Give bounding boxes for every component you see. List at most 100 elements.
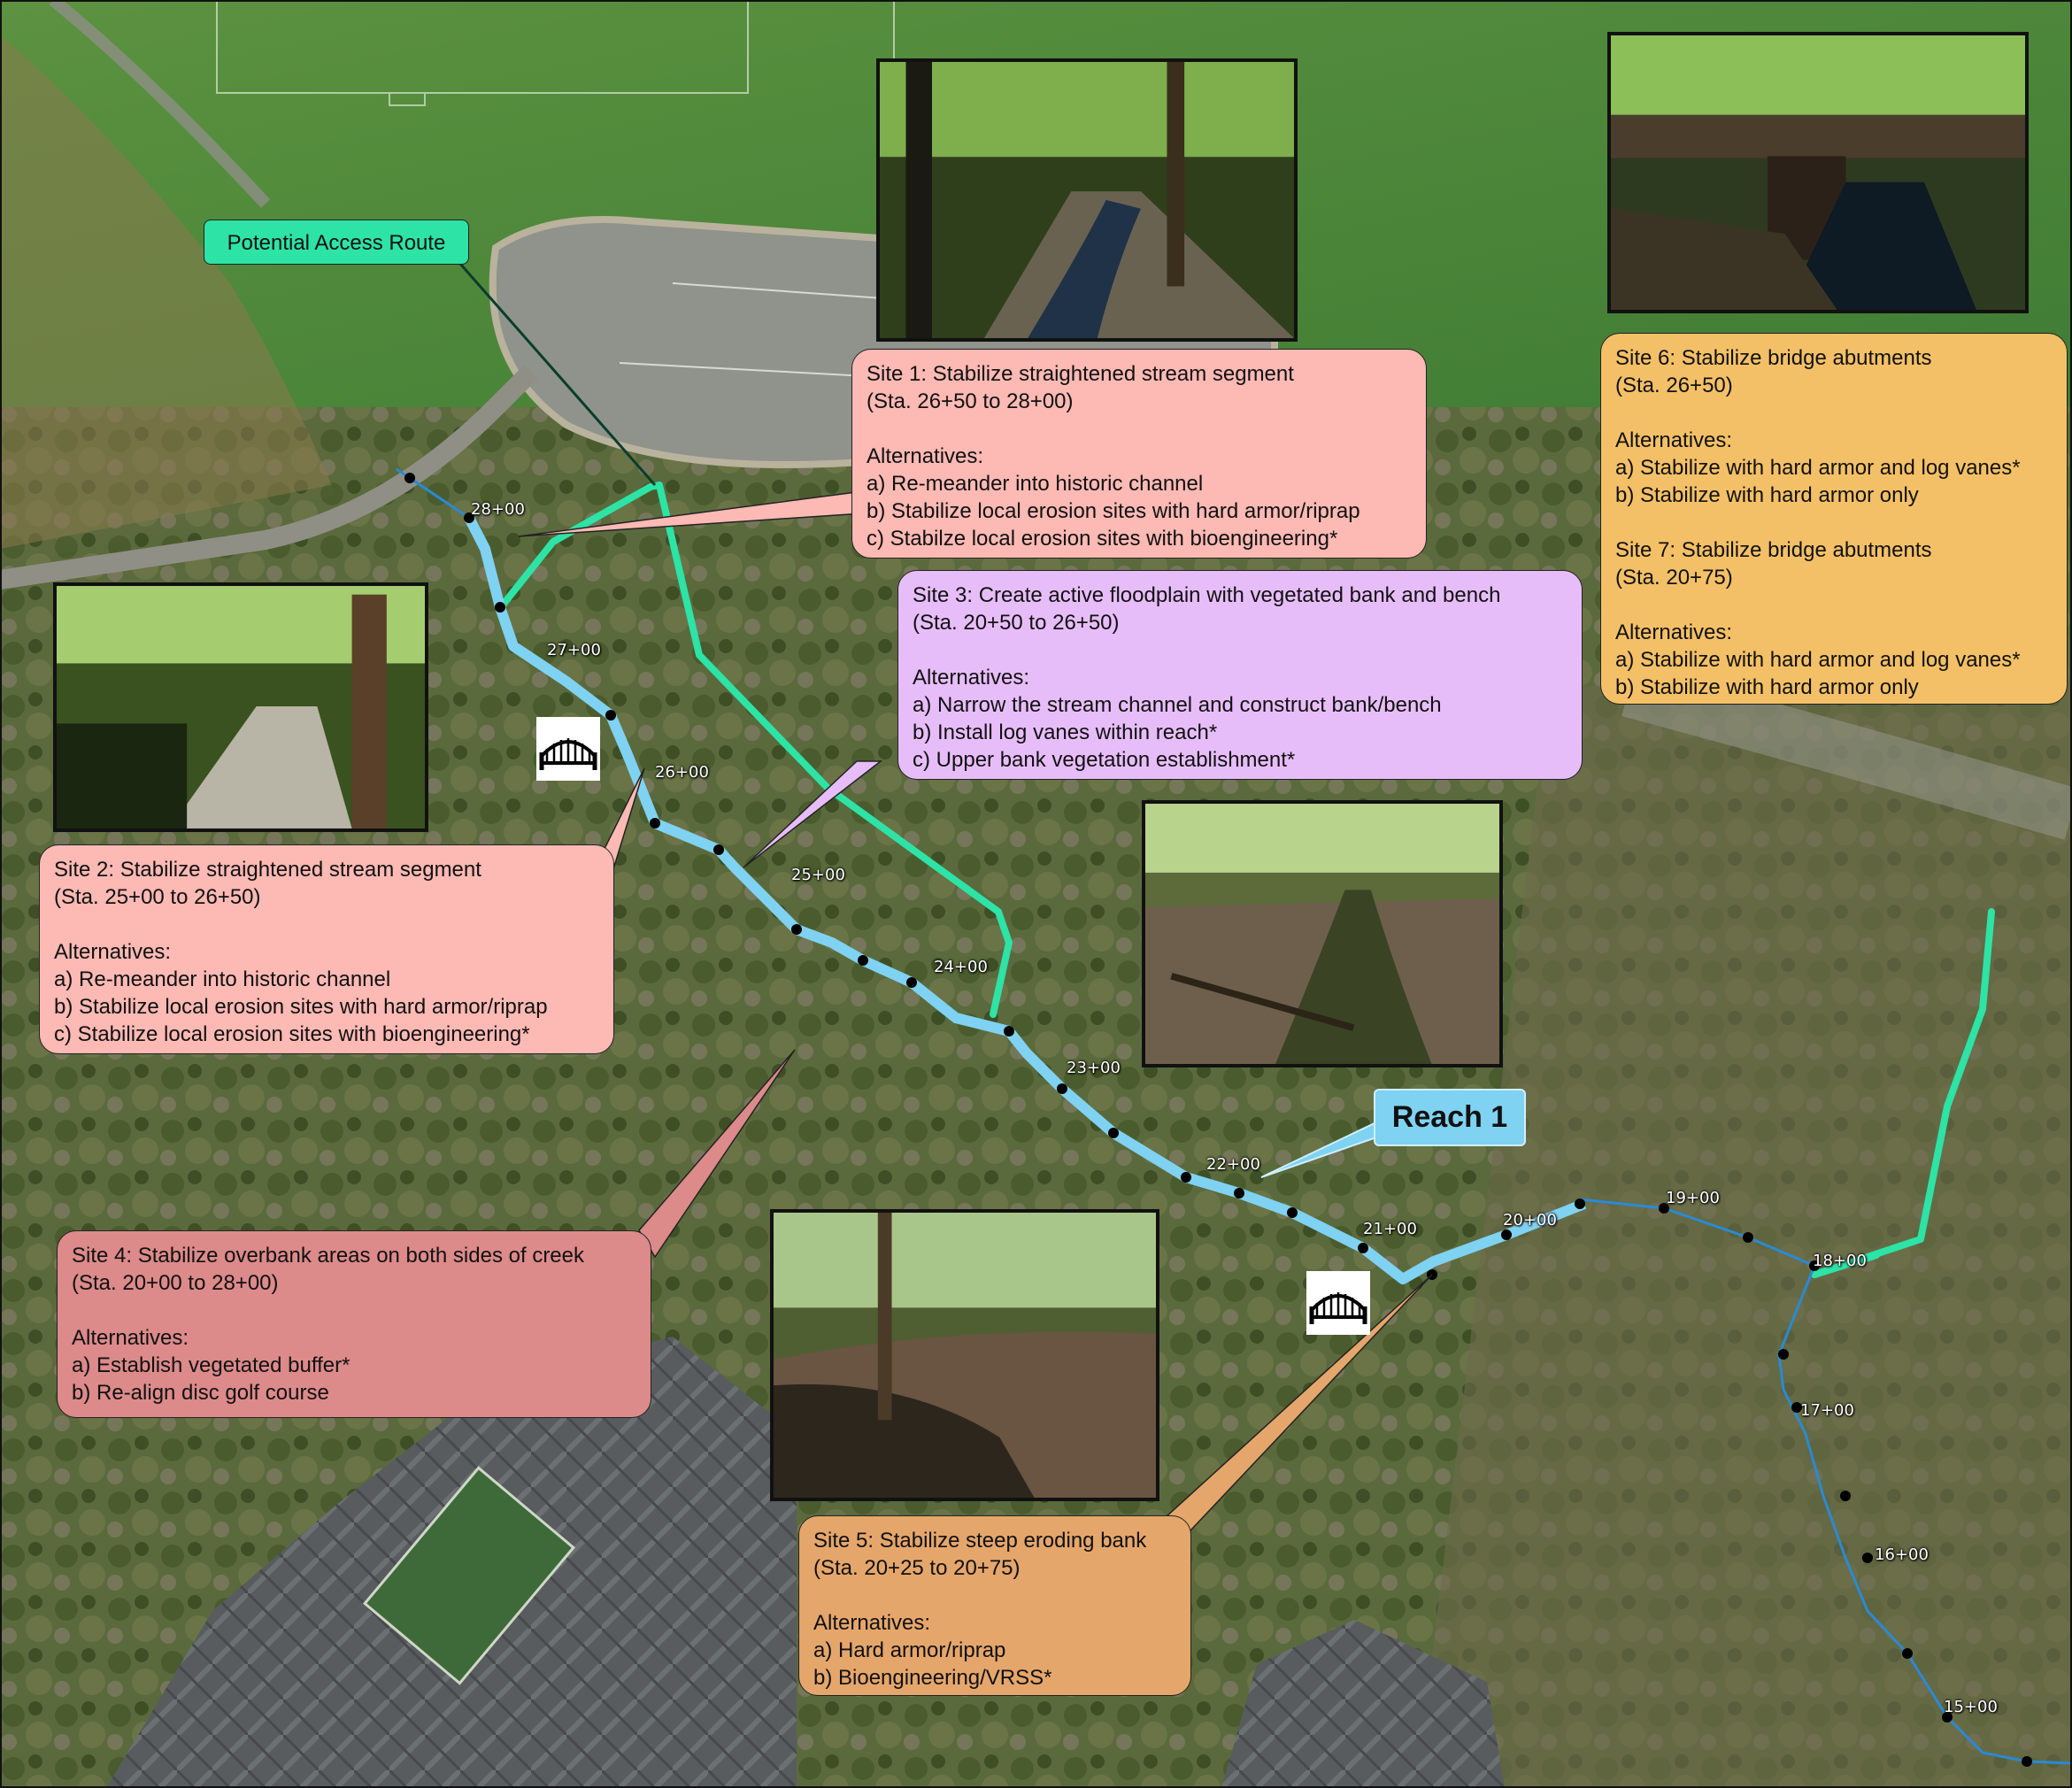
site4-alt-a: a) Establish vegetated buffer* xyxy=(72,1353,350,1377)
site7-alt-a: a) Stabilize with hard armor and log van… xyxy=(1615,648,2021,672)
site5-alt-b: b) Bioengineering/VRSS* xyxy=(813,1666,1052,1690)
station-dot xyxy=(1108,1128,1119,1138)
station-label-18: 18+00 xyxy=(1813,1252,1867,1270)
station-dot xyxy=(906,977,917,988)
station-label-22: 22+00 xyxy=(1206,1155,1260,1174)
site7-range: (Sta. 20+75) xyxy=(1615,566,1733,590)
site7-alt-b: b) Stabilize with hard armor only xyxy=(1615,675,1919,699)
station-dot xyxy=(1659,1203,1669,1214)
site4-callout[interactable]: Site 4: Stabilize overbank areas on both… xyxy=(57,1230,651,1418)
station-label-26: 26+00 xyxy=(655,763,709,782)
station-dot xyxy=(495,602,505,613)
station-dot xyxy=(1287,1207,1298,1218)
site6-title: Site 6: Stabilize bridge abutments xyxy=(1615,346,1932,370)
site2-callout[interactable]: Site 2: Stabilize straightened stream se… xyxy=(39,844,614,1054)
station-dot xyxy=(650,818,660,828)
station-dot xyxy=(1004,1026,1014,1037)
station-label-16: 16+00 xyxy=(1875,1545,1929,1564)
site1-alt-b: b) Stabilize local erosion sites with ha… xyxy=(867,499,1360,523)
station-label-27: 27+00 xyxy=(547,641,601,659)
site2-title: Site 2: Stabilize straightened stream se… xyxy=(54,858,481,882)
site5-alt-heading: Alternatives: xyxy=(813,1611,931,1635)
tennis-court xyxy=(362,1466,576,1685)
site5-range: (Sta. 20+25 to 20+75) xyxy=(813,1556,1021,1580)
site6-alt-b: b) Stabilize with hard armor only xyxy=(1615,483,1919,507)
station-dot xyxy=(1862,1553,1873,1563)
site3-callout[interactable]: Site 3: Create active floodplain with ve… xyxy=(897,570,1583,780)
site6-alt-heading: Alternatives: xyxy=(1615,428,1733,452)
site1-alt-heading: Alternatives: xyxy=(867,444,984,468)
station-label-28: 28+00 xyxy=(471,500,525,519)
station-markers xyxy=(404,473,2032,1767)
station-dot xyxy=(404,473,415,483)
site3-alt-a: a) Narrow the stream channel and constru… xyxy=(913,693,1442,717)
site1-alt-c: c) Stabilze local erosion sites with bio… xyxy=(867,527,1338,551)
site3-alt-c: c) Upper bank vegetation establishment* xyxy=(913,748,1296,772)
path-right xyxy=(1621,665,2072,840)
road-curve-left xyxy=(49,0,271,208)
site-photo-5[interactable] xyxy=(770,1209,1159,1501)
site5-title: Site 5: Stabilize steep eroding bank xyxy=(813,1529,1147,1553)
station-dot xyxy=(1575,1198,1585,1209)
site3-alt-heading: Alternatives: xyxy=(913,666,1030,690)
site4-alt-b: b) Re-align disc golf course xyxy=(72,1381,329,1405)
site1-alt-a: a) Re-meander into historic channel xyxy=(867,472,1204,496)
site2-alt-b: b) Stabilize local erosion sites with ha… xyxy=(54,995,548,1019)
site-photo-2[interactable] xyxy=(53,582,428,832)
station-dot xyxy=(605,710,616,721)
site-photo-6[interactable] xyxy=(1607,32,2029,313)
site2-alt-c: c) Stabilize local erosion sites with bi… xyxy=(54,1022,530,1046)
site1-title: Site 1: Stabilize straightened stream se… xyxy=(867,362,1294,386)
station-label-17: 17+00 xyxy=(1800,1401,1854,1420)
access-route-leader xyxy=(458,263,657,486)
stream-thin xyxy=(396,467,2072,1765)
station-dot xyxy=(1181,1172,1191,1183)
reach-label: Reach 1 xyxy=(1374,1089,1526,1146)
site7-title: Site 7: Stabilize bridge abutments xyxy=(1615,538,1932,562)
station-label-21: 21+00 xyxy=(1363,1220,1417,1238)
site3-range: (Sta. 20+50 to 26+50) xyxy=(913,611,1120,635)
site5-alt-a: a) Hard armor/riprap xyxy=(813,1638,1006,1662)
station-dot xyxy=(1902,1648,1913,1659)
forest-left-slope xyxy=(0,35,336,566)
station-dot xyxy=(2022,1756,2032,1767)
station-label-24: 24+00 xyxy=(934,958,988,976)
stream-reach-1 xyxy=(464,515,1587,1284)
site3-title: Site 3: Create active floodplain with ve… xyxy=(913,583,1501,607)
building-right xyxy=(1221,1620,1505,1788)
station-label-19: 19+00 xyxy=(1666,1189,1720,1207)
site1-callout[interactable]: Site 1: Stabilize straightened stream se… xyxy=(851,349,1427,559)
station-label-25: 25+00 xyxy=(791,866,845,884)
site2-alt-heading: Alternatives: xyxy=(54,940,172,964)
access-route-label: Potential Access Route xyxy=(204,220,469,265)
station-label-23: 23+00 xyxy=(1067,1059,1121,1077)
site6-range: (Sta. 26+50) xyxy=(1615,374,1733,397)
site7-alt-heading: Alternatives: xyxy=(1615,620,1733,644)
station-dot xyxy=(1743,1232,1753,1243)
site1-range: (Sta. 26+50 to 28+00) xyxy=(867,389,1074,413)
station-dot xyxy=(1809,1260,1820,1271)
station-dot xyxy=(1942,1712,1953,1722)
site5-callout[interactable]: Site 5: Stabilize steep eroding bank (St… xyxy=(798,1515,1191,1696)
station-dot xyxy=(858,955,868,966)
site-photo-1[interactable] xyxy=(876,58,1298,342)
site4-alt-heading: Alternatives: xyxy=(72,1326,189,1350)
site4-title: Site 4: Stabilize overbank areas on both… xyxy=(72,1244,584,1268)
station-dot xyxy=(1057,1083,1067,1094)
site3-pointer xyxy=(743,760,883,868)
site-photo-3[interactable] xyxy=(1142,800,1503,1067)
site6-alt-a: a) Stabilize with hard armor and log van… xyxy=(1615,456,2021,480)
bridge-icon xyxy=(536,717,600,781)
station-label-15: 15+00 xyxy=(1944,1698,1998,1716)
access-route xyxy=(497,482,1995,1278)
station-dot xyxy=(791,924,802,935)
site6-7-callout[interactable]: Site 6: Stabilize bridge abutments (Sta.… xyxy=(1600,333,2068,705)
bridge-icon xyxy=(1306,1271,1370,1335)
site2-alt-a: a) Re-meander into historic channel xyxy=(54,967,391,991)
station-dot xyxy=(1778,1349,1789,1360)
station-dot xyxy=(1840,1491,1851,1501)
station-dot xyxy=(1358,1243,1368,1253)
station-dot xyxy=(713,844,724,855)
site4-range: (Sta. 20+00 to 28+00) xyxy=(72,1271,279,1295)
access-road xyxy=(0,365,538,590)
